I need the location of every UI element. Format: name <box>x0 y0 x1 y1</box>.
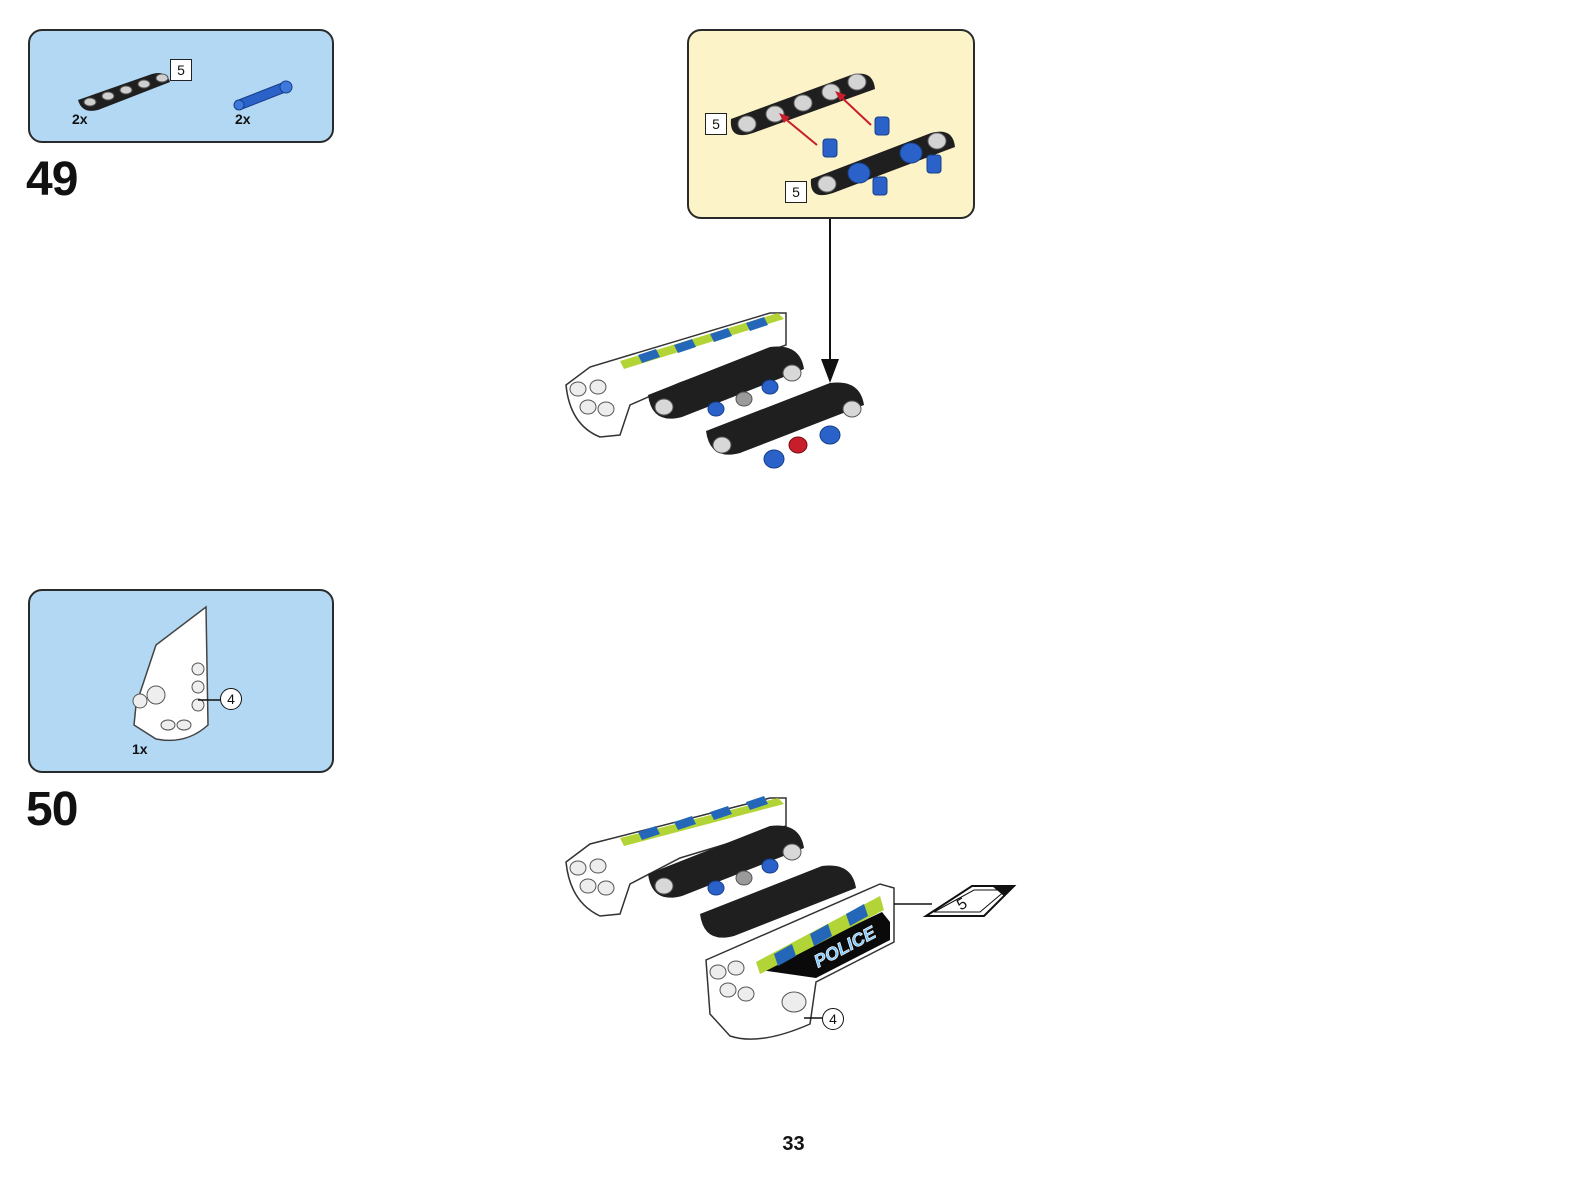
panel-element-part-image <box>132 605 209 742</box>
connector-callout: 4 <box>220 688 242 710</box>
connector-callout: 4 <box>822 1008 844 1030</box>
page-number: 33 <box>782 1133 805 1155</box>
step-number: 50 <box>26 783 78 836</box>
step-number: 49 <box>26 153 78 206</box>
callout-leader <box>198 699 222 701</box>
sticker-sheet-icon <box>922 885 1017 917</box>
part-quantity: 1x <box>132 741 148 757</box>
length-tag: 5 <box>170 59 192 81</box>
parts-list-box-step-49: 5 2x 2x <box>28 29 334 143</box>
model-step-49 <box>565 312 864 469</box>
beam-5-part-image <box>78 73 170 111</box>
blue-axle-pin-part-image <box>233 80 293 111</box>
part-quantity: 2x <box>235 111 251 127</box>
part-quantity: 2x <box>72 111 88 127</box>
length-tag: 5 <box>705 113 727 135</box>
length-tag: 5 <box>785 181 807 203</box>
subassembly-box: 5 5 <box>687 29 975 219</box>
attach-arrow <box>821 219 839 383</box>
model-step-50: POLICE <box>565 796 932 1040</box>
parts-list-box-step-50: 4 1x <box>28 589 334 773</box>
subassembly-illustration <box>730 73 955 196</box>
